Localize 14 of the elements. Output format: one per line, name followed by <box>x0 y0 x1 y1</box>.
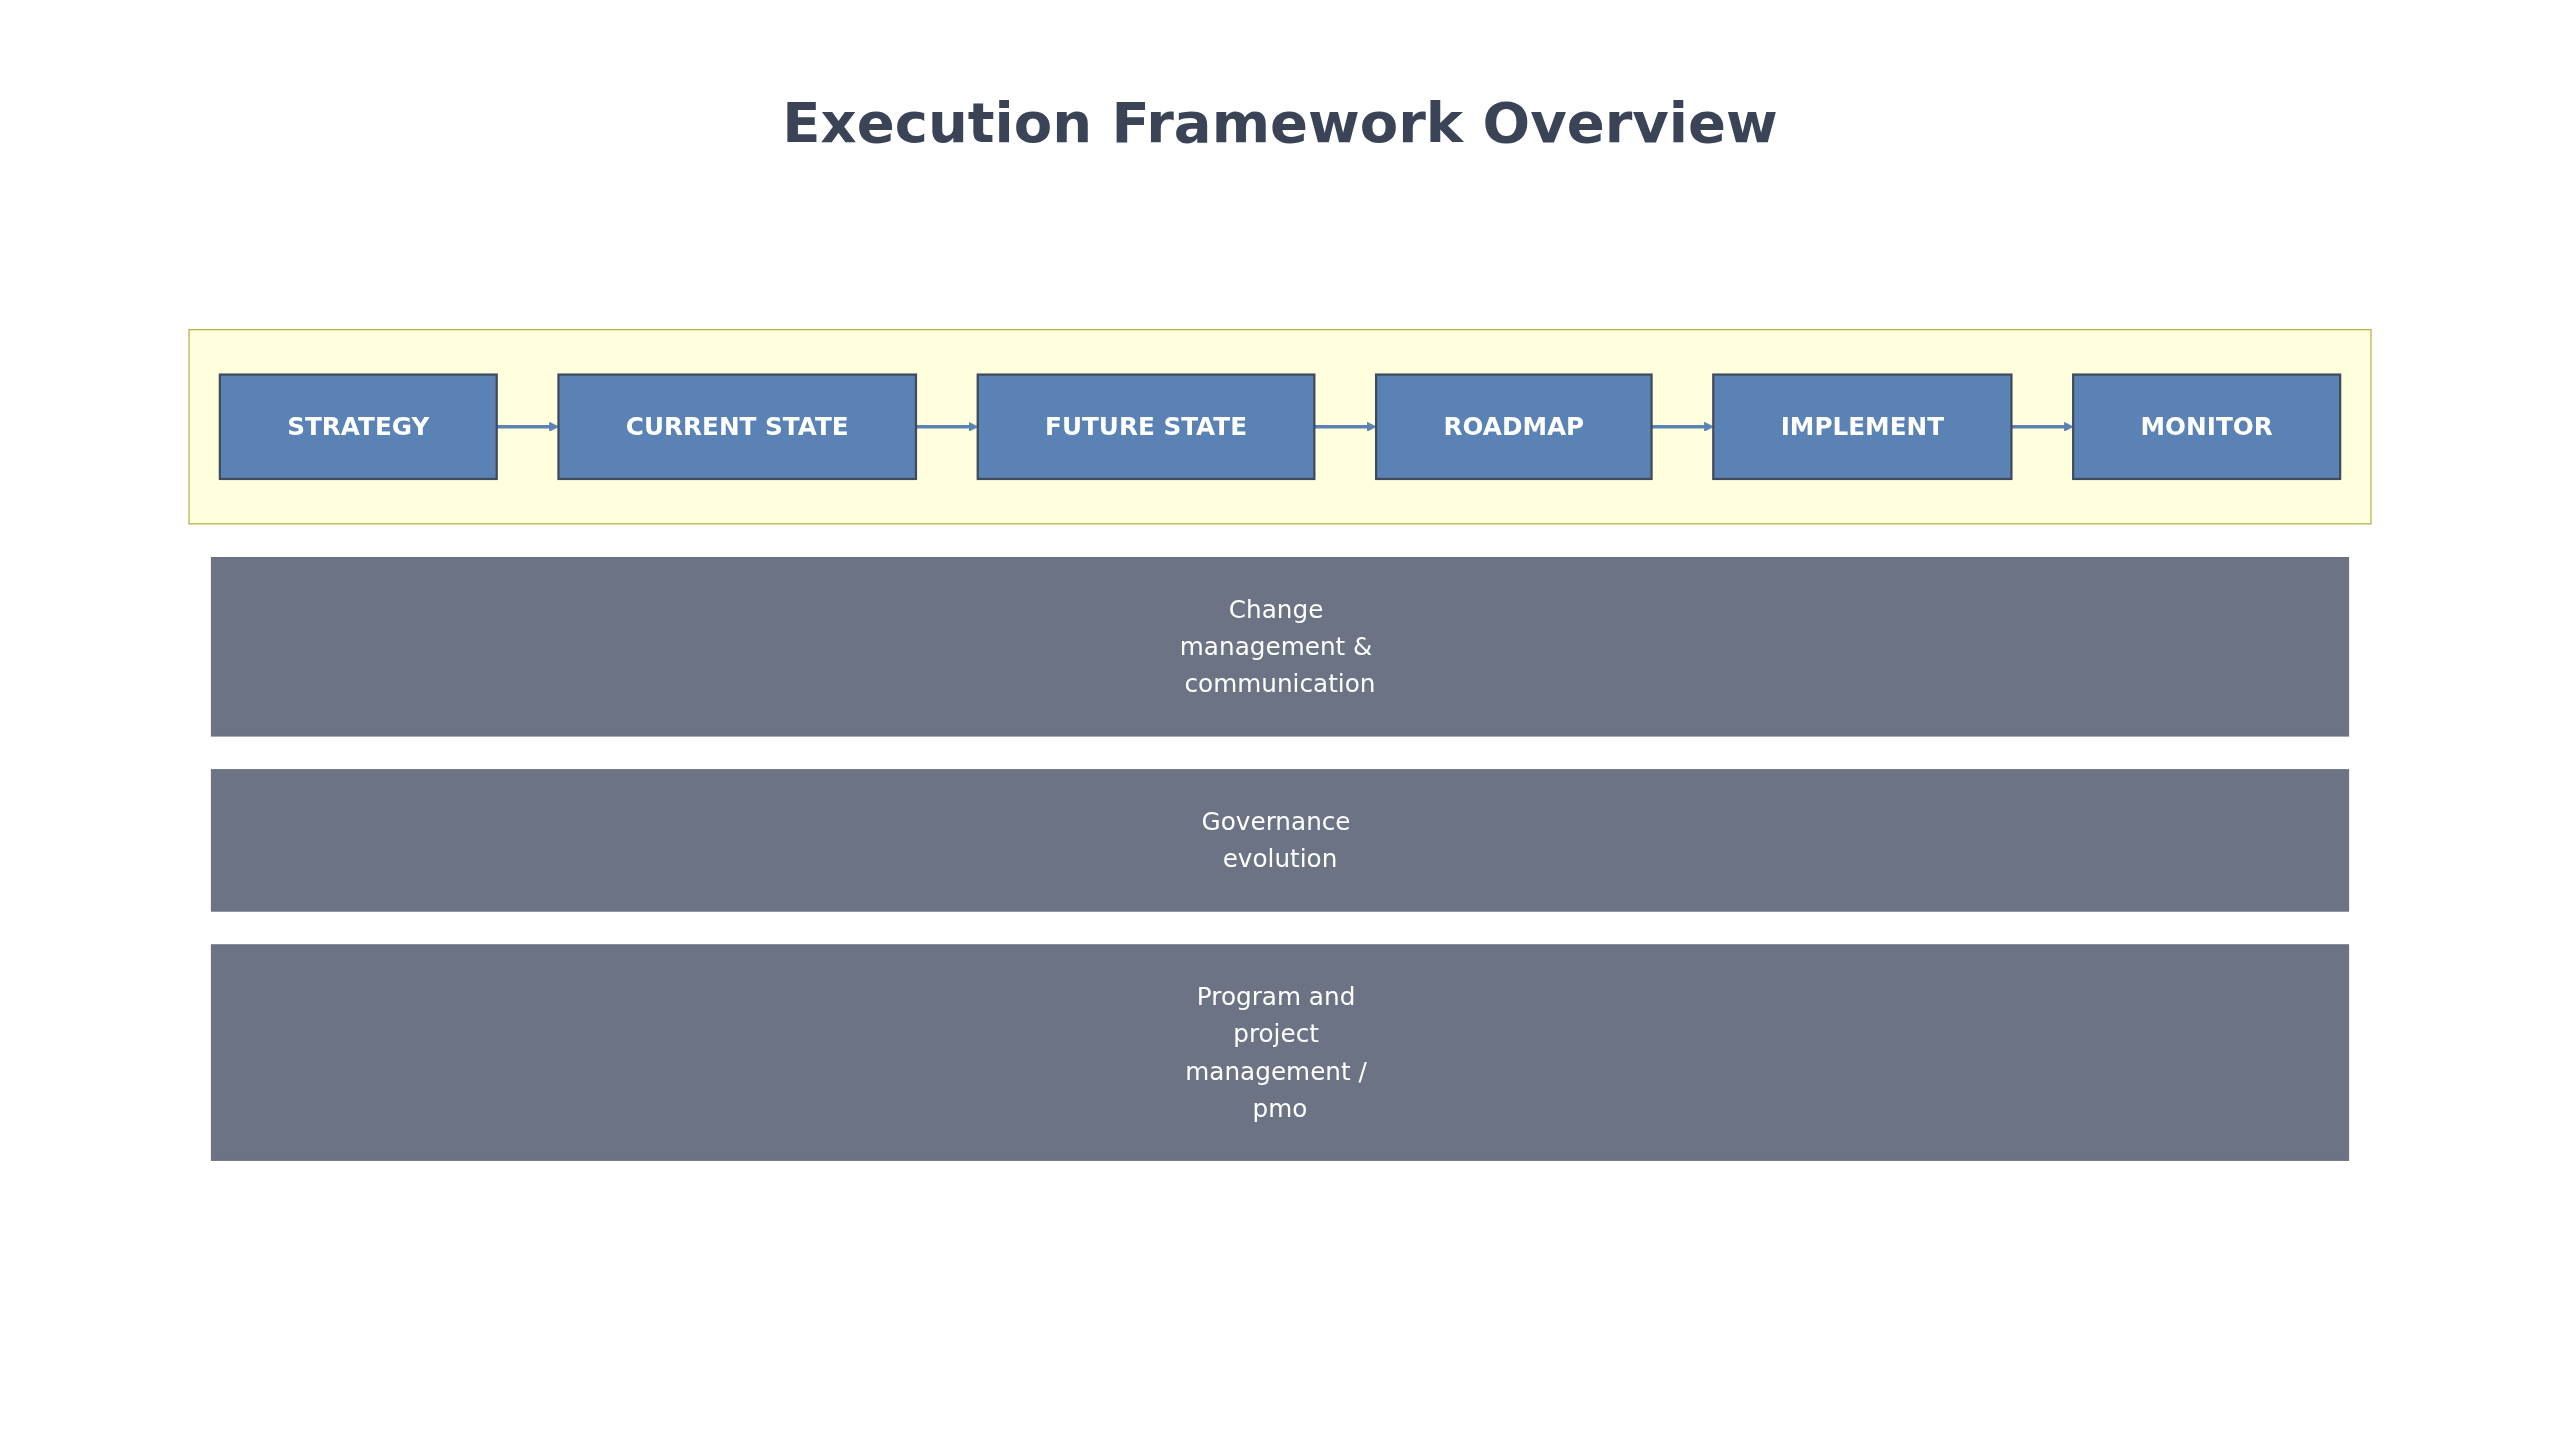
node-box: Program and project management / pmo <box>210 944 2350 1161</box>
node-box: Governance evolution <box>210 769 2350 912</box>
node-box: STRATEGY <box>218 373 498 481</box>
node-box: FUTURE STATE <box>976 373 1316 481</box>
arrow <box>496 421 559 432</box>
arrow <box>2011 421 2074 432</box>
node-box: ROADMAP <box>1374 373 1653 481</box>
arrow <box>1651 421 1714 432</box>
node-box: IMPLEMENT <box>1712 373 2013 481</box>
node-box: MONITOR <box>2072 373 2342 481</box>
title: Execution Framework Overview <box>781 90 1779 155</box>
arrow <box>1314 421 1377 432</box>
node-box: Change management & communication <box>210 557 2350 737</box>
node-box: CURRENT STATE <box>557 373 918 481</box>
